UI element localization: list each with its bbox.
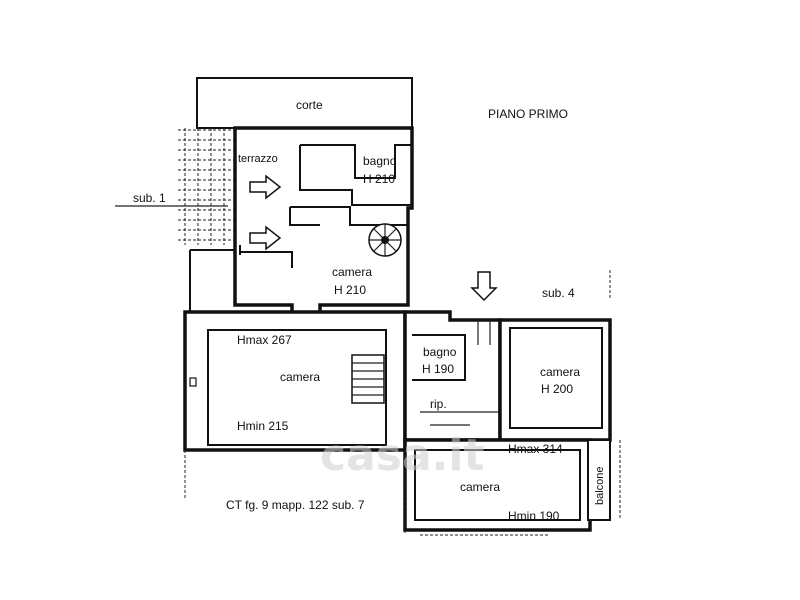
label-cadastral: CT fg. 9 mapp. 122 sub. 7 [226, 498, 365, 512]
hatched-steps [178, 128, 235, 245]
camera-right-inner [509, 327, 603, 429]
label-hmin-left: Hmin 215 [237, 419, 289, 433]
label-camera-top-h: H 210 [334, 283, 366, 297]
spiral-staircase-icon [368, 223, 402, 257]
upper-block-outline [233, 126, 414, 322]
label-sub4: sub. 4 [542, 286, 575, 300]
camera-right-room [498, 318, 612, 442]
small-window-mark [189, 377, 197, 387]
bagno-mid-room [412, 334, 466, 381]
label-balcone: balcone [594, 466, 606, 505]
label-corte: corte [296, 98, 323, 112]
label-camera-bottom: camera [460, 480, 500, 494]
label-bagno-top-h: H 210 [363, 172, 395, 186]
middle-block-outline [403, 310, 502, 442]
left-filler [189, 249, 235, 313]
label-rip: rip. [430, 397, 447, 411]
plan-title: PIANO PRIMO [488, 107, 568, 121]
label-camera-right: camera [540, 365, 580, 379]
interior-stair [351, 354, 385, 404]
label-camera-left: camera [280, 370, 320, 384]
corridor-lower [239, 245, 293, 268]
label-camera-top: camera [332, 265, 372, 279]
boundary-dashed [184, 270, 621, 536]
label-hmax-left: Hmax 267 [237, 333, 292, 347]
camera-bottom-inner [414, 449, 581, 521]
arrow-down-icon [470, 271, 498, 302]
rip-divider [420, 411, 500, 426]
label-hmax-right: Hmax 314 [508, 442, 563, 456]
arrow-icon [249, 174, 282, 200]
label-bagno-mid: bagno [423, 345, 457, 359]
bagno-top-room [299, 144, 412, 206]
label-hmin-bottom: Hmin 190 [508, 509, 560, 523]
label-bagno-top: bagno [363, 154, 397, 168]
label-bagno-mid-h: H 190 [422, 362, 454, 376]
label-sub1: sub. 1 [133, 191, 166, 205]
label-camera-right-h: H 200 [541, 382, 573, 396]
arrow-icon [249, 225, 282, 251]
label-terrazzo: terrazzo [238, 153, 278, 165]
balcone-area [587, 439, 611, 521]
watermark-text: casa.it [320, 430, 484, 481]
camera-left-inner [207, 329, 387, 446]
doorway-marks [477, 320, 491, 345]
